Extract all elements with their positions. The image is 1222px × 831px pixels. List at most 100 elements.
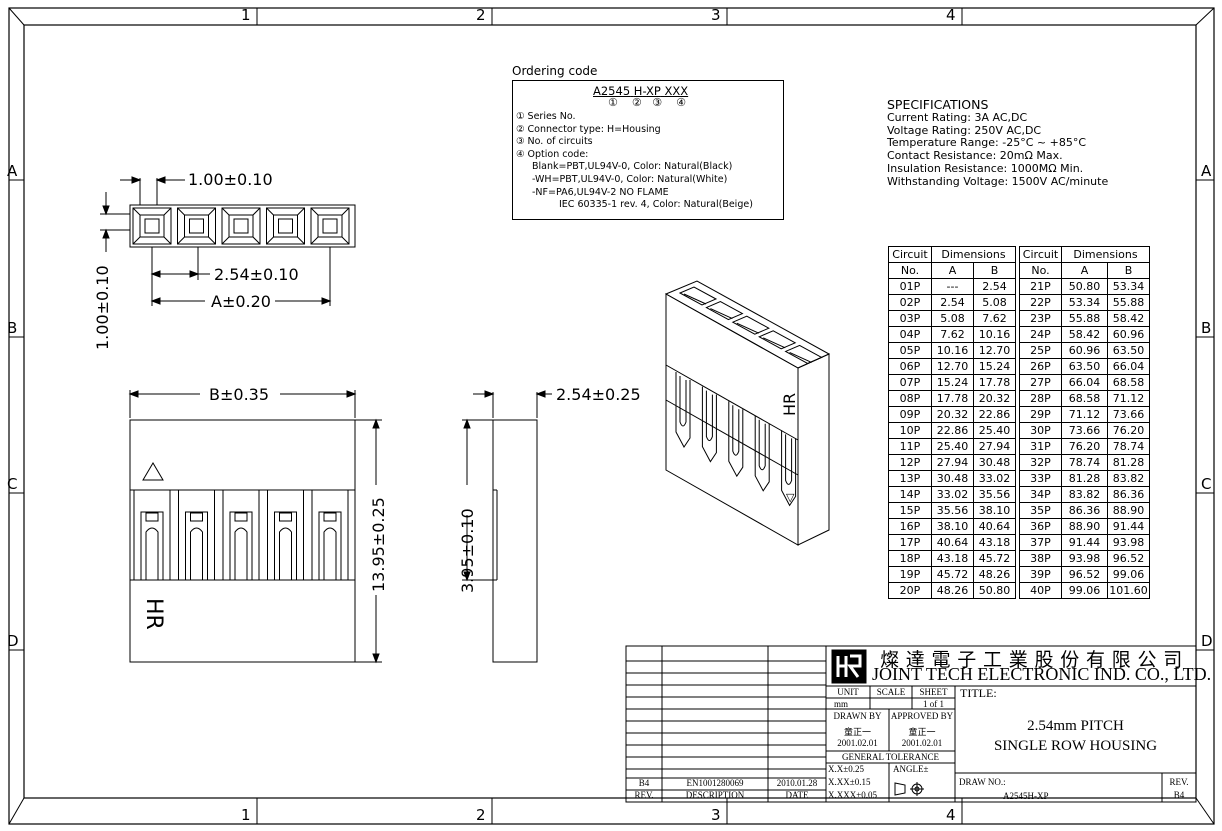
- zone-row-b: B: [7, 319, 18, 337]
- drawn-label: DRAWN BY: [833, 711, 882, 721]
- table-cell: 43.18: [931, 550, 974, 567]
- zone-col-4-bottom: 4: [946, 806, 956, 824]
- zone-col-3-bottom: 3: [711, 806, 721, 824]
- company-name-cn: 燦 達 電 子 工 業 股 份 有 限 公 司: [880, 650, 1184, 671]
- zone-col-1: 1: [241, 6, 251, 24]
- marker-4: ④: [676, 96, 686, 109]
- approved-label: APPROVED BY: [890, 711, 954, 721]
- dim-pitch: 2.54±0.10: [214, 265, 299, 284]
- table-header: Dimensions: [1061, 246, 1150, 263]
- rev-value: B4: [1173, 790, 1185, 800]
- ordering-line: IEC 60335-1 rev. 4, Color: Natural(Beige…: [559, 199, 753, 211]
- table-cell: 13P: [888, 470, 932, 487]
- dim-a: A±0.20: [211, 292, 271, 311]
- revision-description: EN1001280069: [686, 778, 744, 788]
- table-cell: 38.10: [973, 502, 1016, 519]
- table-cell: 27.94: [973, 438, 1016, 455]
- code-option: XXX: [664, 84, 689, 98]
- table-cell: 17.78: [973, 374, 1016, 391]
- marker-1: ①: [608, 96, 618, 109]
- table-cell: 39P: [1019, 566, 1062, 583]
- table-cell: 60.96: [1107, 326, 1150, 343]
- specifications: SPECIFICATIONS Current Rating: 3A AC,DC …: [887, 98, 1109, 189]
- table-cell: 30.48: [973, 454, 1016, 471]
- tolerance-2: X.XX±0.15: [828, 777, 871, 787]
- zone-col-2: 2: [476, 6, 486, 24]
- table-cell: 43.18: [973, 534, 1016, 551]
- code-type: H: [633, 84, 643, 98]
- table-cell: 07P: [888, 374, 932, 391]
- approved-name: 童正一: [908, 727, 936, 737]
- marker-2: ②: [631, 96, 642, 109]
- zone-col-2-bottom: 2: [476, 806, 486, 824]
- approved-date: 2001.02.01: [901, 738, 943, 748]
- table-cell: 101.60: [1107, 582, 1150, 599]
- code-circuits: XP: [646, 84, 661, 98]
- zone-row-b-right: B: [1201, 319, 1212, 337]
- table-cell: 31P: [1019, 438, 1062, 455]
- spec-line: Withstanding Voltage: 1500V AC/minute: [887, 174, 1109, 188]
- angle-label: ANGLE±: [893, 764, 929, 774]
- table-cell: 78.74: [1107, 438, 1150, 455]
- zone-row-c-right: C: [1201, 475, 1212, 493]
- table-cell: 25.40: [931, 438, 974, 455]
- table-cell: 86.36: [1107, 486, 1150, 503]
- table-cell: 83.82: [1061, 486, 1108, 503]
- table-cell: 53.34: [1107, 278, 1150, 295]
- table-cell: 48.26: [931, 582, 974, 599]
- tolerance-label: GENERAL TOLERANCE: [841, 752, 940, 762]
- table-cell: 7.62: [931, 326, 974, 343]
- table-cell: 17.78: [931, 390, 974, 407]
- table-cell: 50.80: [1061, 278, 1108, 295]
- table-cell: 45.72: [973, 550, 1016, 567]
- zone-row-d: D: [7, 632, 19, 650]
- ordering-line: Blank=PBT,UL94V-0, Color: Natural(Black): [532, 161, 733, 173]
- ordering-line: ② Connector type: H=Housing: [516, 123, 661, 135]
- ordering-line: ④ Option code:: [516, 148, 589, 160]
- housing-triangle-mark: △: [143, 460, 144, 461]
- table-cell: 30P: [1019, 422, 1062, 439]
- table-cell: 34P: [1019, 486, 1062, 503]
- table-cell: 48.26: [973, 566, 1016, 583]
- drawing-title-2: SINGLE ROW HOUSING: [993, 738, 1158, 754]
- top-view: [100, 178, 356, 306]
- zone-col-1-bottom: 1: [241, 806, 251, 824]
- drawn-name: 童正一: [843, 727, 871, 737]
- table-cell: 96.52: [1107, 550, 1150, 567]
- ordering-title: Ordering code: [512, 64, 598, 78]
- table-cell: 08P: [888, 390, 932, 407]
- dim-b: B±0.35: [209, 385, 270, 404]
- code-series: A2545: [593, 84, 631, 98]
- tolerance-1: X.X±0.25: [828, 764, 864, 774]
- table-cell: 88.90: [1107, 502, 1150, 519]
- zone-row-c: C: [7, 475, 18, 493]
- table-cell: 15.24: [973, 358, 1016, 375]
- table-cell: 53.34: [1061, 294, 1108, 311]
- table-cell: 7.62: [973, 310, 1016, 327]
- description-header: DESCRIPTION: [685, 790, 745, 800]
- spec-line: Voltage Rating: 250V AC,DC: [887, 123, 1042, 137]
- rev-header: REV.: [634, 790, 654, 800]
- housing-triangle-3d: ▽: [786, 491, 795, 504]
- unit-value: mm: [833, 699, 848, 709]
- table-cell: 35.56: [931, 502, 974, 519]
- table-cell: 22.86: [931, 422, 974, 439]
- ordering-line: ③ No. of circuits: [516, 136, 593, 148]
- zone-col-3: 3: [711, 6, 721, 24]
- ordering-line: ① Series No.: [516, 111, 576, 122]
- table-cell: 33P: [1019, 470, 1062, 487]
- drawn-date: 2001.02.01: [837, 738, 878, 748]
- table-cell: 22P: [1019, 294, 1062, 311]
- drawing-title-1: 2.54mm PITCH: [1027, 718, 1124, 734]
- rev-label: REV.: [1169, 777, 1189, 787]
- dim-pin-width: 1.00±0.10: [188, 170, 273, 189]
- ordering-code: A2545 H-XP XXX: [593, 85, 688, 98]
- table-cell: 20P: [888, 582, 932, 599]
